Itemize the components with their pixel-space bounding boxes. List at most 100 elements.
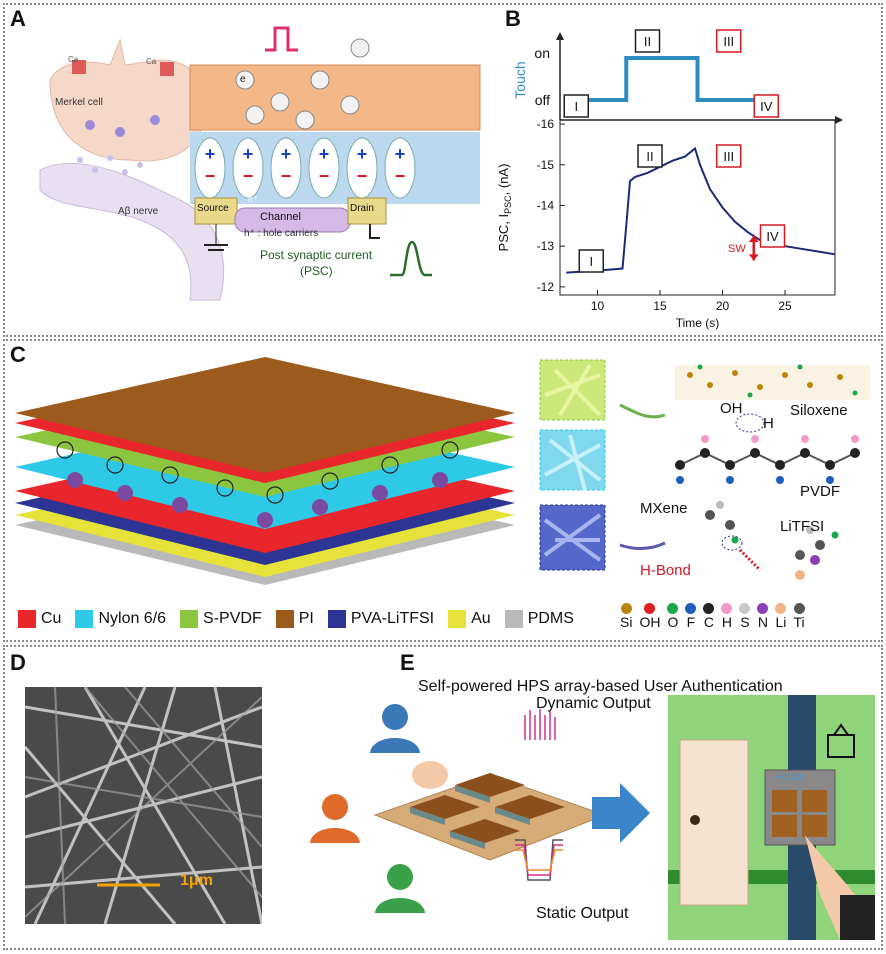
on-label: on [534, 45, 550, 61]
source-electrode [194, 197, 238, 225]
stage-label: III [723, 34, 734, 49]
legend-swatch [18, 610, 36, 628]
ion-channel-left [72, 60, 86, 74]
atom-label: O [667, 614, 679, 630]
touch-signal-line [566, 56, 779, 102]
x-tick-label: 10 [591, 299, 605, 313]
legend-swatch [275, 610, 294, 628]
atom-dot [739, 603, 751, 614]
svg-text:+: + [319, 144, 330, 164]
user-icon-blue [370, 704, 420, 753]
stage-box [716, 29, 742, 53]
legend-swatch [327, 610, 346, 628]
panel-e-title: Self-powered HPS array-based User Authen… [418, 678, 783, 695]
x-tick-label: 15 [653, 299, 667, 313]
atom-label: H [721, 614, 733, 630]
psc-series-line [566, 146, 836, 274]
scale-bar-label: 1μm [180, 872, 213, 889]
drain-label: Drain [350, 203, 374, 214]
stage-label: I [589, 254, 593, 269]
nerve-label: Aβ nerve [118, 206, 159, 217]
atom-legend-item: H [721, 603, 733, 630]
atom-dot [667, 603, 679, 614]
source-label: Source [197, 203, 229, 214]
panel-e-diagram [310, 695, 875, 940]
nerve-shape [39, 162, 225, 301]
charge-minus-marks [56, 441, 459, 504]
legend-swatch [448, 610, 467, 628]
atom-dot [793, 603, 805, 614]
atom-legend-item: F [685, 603, 697, 630]
litfsi-label: LiTFSI [780, 518, 825, 535]
ion-label-right: Ca [146, 57, 157, 66]
fiber-box-pva [539, 504, 606, 571]
svg-text:+: + [243, 144, 254, 164]
atom-legend-item: OH [639, 603, 660, 630]
touch-pulse-icon [265, 26, 298, 52]
atom-label: N [757, 614, 769, 630]
x-axis-label: Time (s) [676, 316, 720, 330]
atom-dot [757, 603, 769, 614]
sem-image [25, 687, 262, 924]
ion-capsules: +− +− +− +− +− +− [194, 137, 416, 199]
legend-label: PVA-LiTFSI [350, 610, 435, 627]
atom-label: OH [639, 614, 661, 630]
dynamic-output-label: Dynamic Output [536, 695, 651, 712]
stage-label: I [574, 99, 578, 114]
svg-text:+: + [205, 144, 216, 164]
stage-box [637, 144, 663, 168]
svg-text:−: − [395, 166, 406, 186]
user-icon-green [375, 864, 425, 913]
drain-electrode [347, 197, 387, 225]
panel-d-e-frame [3, 645, 883, 950]
legend-item: PI [275, 610, 314, 628]
atom-legend-item: N [757, 603, 769, 630]
touch-axis-label: Touch [512, 61, 528, 98]
atom-legend-item: Ti [793, 603, 805, 630]
y-tick-label: -13 [537, 239, 555, 253]
ion-channel-right [160, 62, 174, 76]
atom-legend-item: S [739, 603, 751, 630]
stage-label: IV [760, 99, 773, 114]
atom-legend-item: Li [775, 603, 787, 630]
off-label: off [535, 92, 550, 108]
dynamic-output-icon [524, 709, 556, 740]
access-keypad-label: ACCES [777, 773, 805, 782]
charge-plus-marks [67, 472, 448, 528]
stage-box [716, 144, 742, 168]
legend-item: PVA-LiTFSI [327, 610, 435, 628]
stage-box [634, 29, 661, 53]
legend-label: PI [298, 610, 314, 627]
psc-plot-frame [559, 119, 836, 296]
sw-arrow-head-bottom [748, 254, 759, 261]
legend-swatch [504, 610, 523, 628]
skin-layer [189, 64, 481, 131]
pvdf-molecule [675, 413, 860, 484]
y-tick-label: -12 [537, 280, 555, 294]
touch-y-arrow [556, 32, 564, 40]
pvdf-label: PVDF [800, 483, 841, 500]
hole-label: h⁺ [248, 194, 258, 204]
legend-item: PDMS [504, 610, 574, 628]
atom-dot [620, 603, 632, 614]
atom-label: Ti [793, 614, 805, 630]
atom-dot [703, 603, 715, 614]
panel-b-label: B [505, 6, 521, 31]
legend-swatch [75, 610, 94, 628]
stage-box [759, 224, 786, 248]
svg-text:+: + [281, 144, 292, 164]
atom-label: Li [775, 614, 787, 630]
door [679, 739, 749, 906]
x-tick-label: 25 [778, 299, 792, 313]
mxene-label: MXene [640, 500, 688, 517]
psc-label-line2: (PSC) [300, 264, 333, 278]
atom-dot [685, 603, 697, 614]
legend-item: Au [448, 610, 491, 628]
finger-icon [412, 761, 448, 789]
stage-label: IV [766, 229, 779, 244]
psc-pulse-icon [390, 240, 432, 277]
layer-pi [15, 357, 515, 473]
panel-d-label: D [10, 650, 26, 675]
ion-label-left: Ca [68, 55, 79, 64]
